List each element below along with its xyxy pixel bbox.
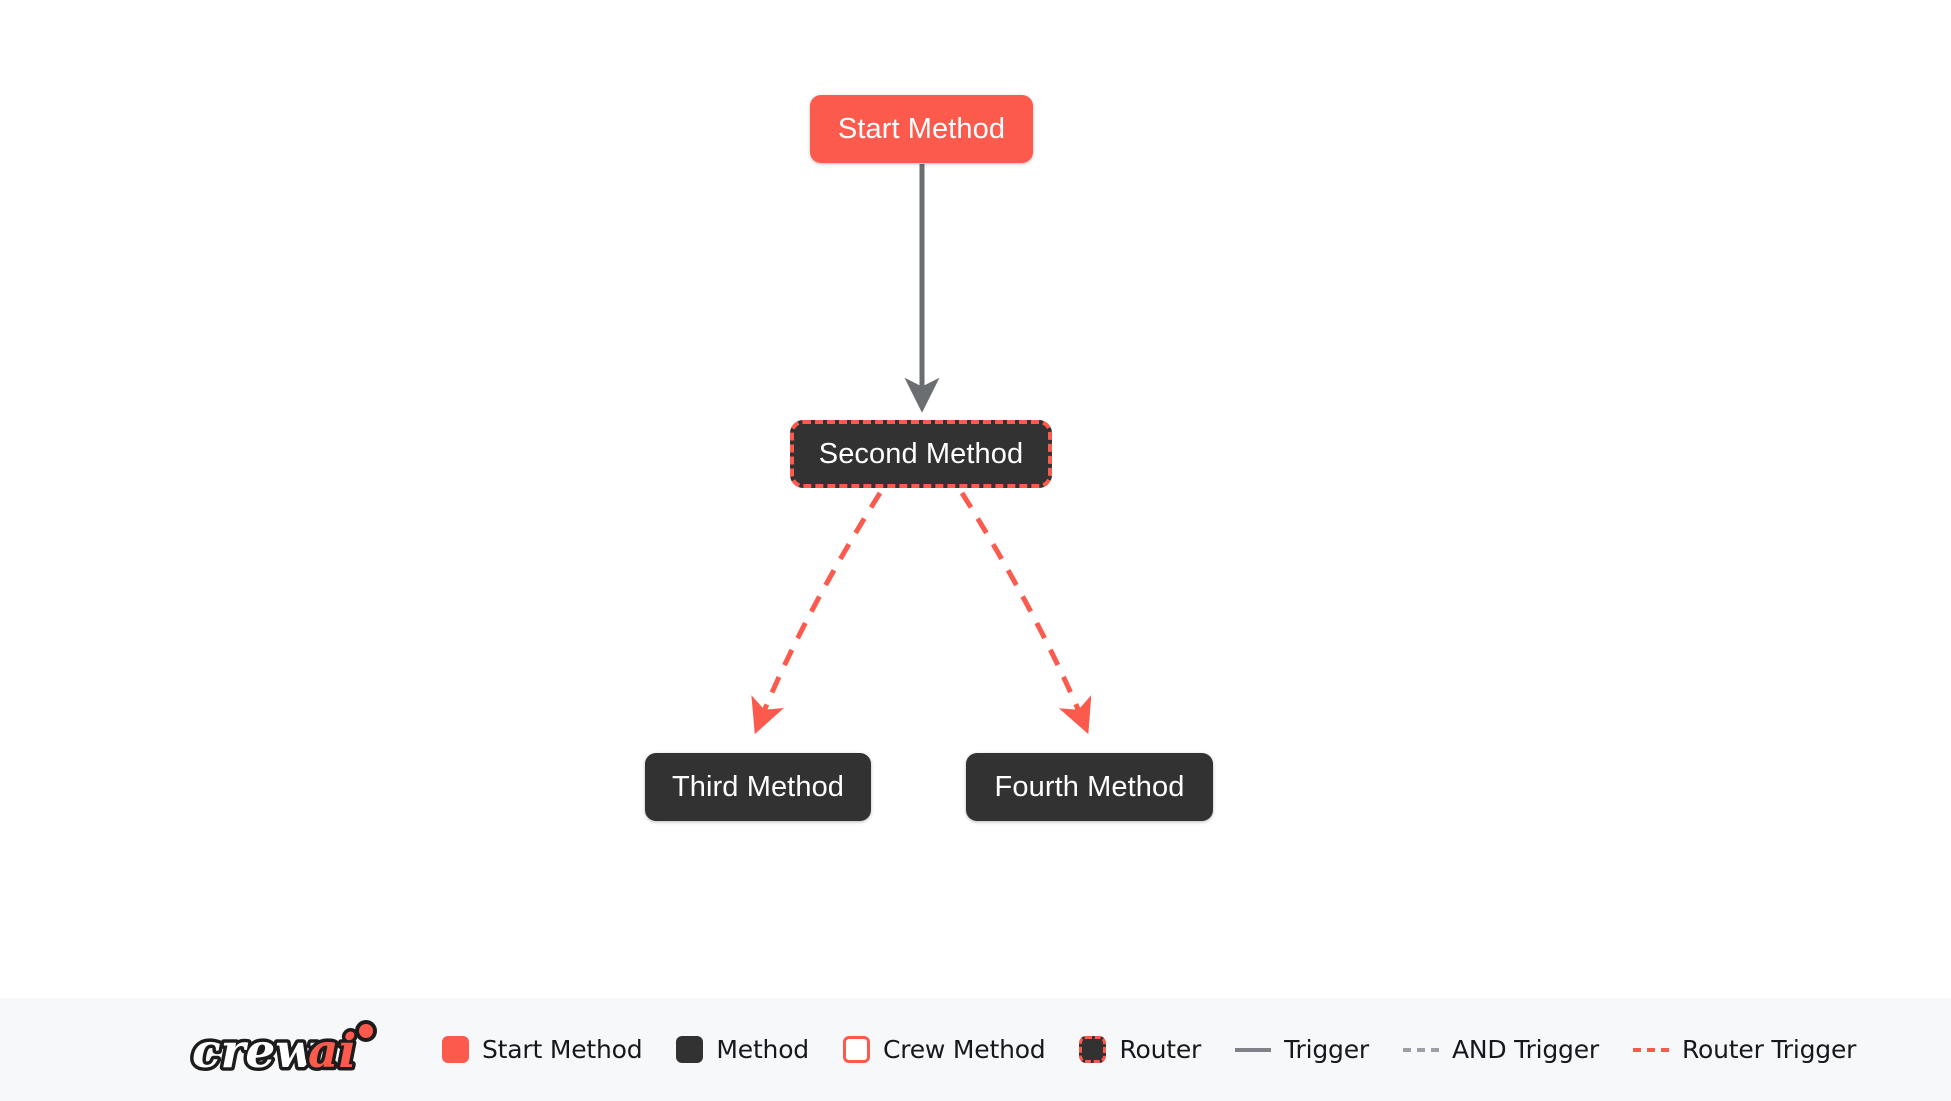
legend-item-router-trigger-label: Router Trigger <box>1682 1035 1857 1064</box>
legend-item-method-label: Method <box>716 1035 809 1064</box>
node-third-method[interactable]: Third Method <box>645 753 871 821</box>
legend-item-crew-method: Crew Method <box>842 1035 1046 1064</box>
router-trigger-line-icon <box>1633 1047 1669 1052</box>
legend-bar: crew ai Start Method Method Crew Method … <box>0 998 1951 1101</box>
crewai-logo-dot <box>355 1019 377 1042</box>
crewai-logo-ai-text: ai <box>308 1024 356 1079</box>
start-method-swatch-icon <box>442 1036 469 1063</box>
edge-second-to-fourth <box>959 491 1092 735</box>
trigger-line-icon <box>1235 1047 1272 1052</box>
legend-item-router-label: Router <box>1119 1035 1202 1064</box>
node-second-method-label: Second Method <box>818 437 1024 470</box>
legend-item-crew-method-label: Crew Method <box>882 1035 1046 1064</box>
legend-item-start-method-label: Start Method <box>482 1035 643 1064</box>
legend-item-trigger-label: Trigger <box>1284 1035 1369 1064</box>
node-start-method[interactable]: Start Method <box>810 95 1033 163</box>
node-third-method-label: Third Method <box>671 770 845 803</box>
flow-canvas[interactable]: Start Method Second Method Third Method … <box>0 0 1951 998</box>
legend-item-trigger: Trigger <box>1235 1035 1369 1064</box>
method-swatch-icon <box>676 1036 704 1063</box>
crewai-logo-crew-text: crew <box>192 1024 317 1079</box>
node-fourth-method-label: Fourth Method <box>994 770 1185 803</box>
crewai-logo: crew ai <box>189 1019 377 1081</box>
legend-item-method: Method <box>676 1035 809 1064</box>
legend-item-router: Router <box>1079 1035 1201 1064</box>
legend-item-start-method: Start Method <box>442 1035 643 1064</box>
node-start-method-label: Start Method <box>837 112 1006 145</box>
legend-item-and-trigger: AND Trigger <box>1402 1035 1599 1064</box>
edge-layer <box>751 164 1092 735</box>
node-second-method[interactable]: Second Method <box>790 420 1052 488</box>
edge-second-to-third <box>751 491 883 735</box>
legend-item-and-trigger-label: AND Trigger <box>1451 1035 1599 1064</box>
router-swatch-icon <box>1079 1036 1107 1063</box>
legend-item-router-trigger: Router Trigger <box>1633 1035 1856 1064</box>
crew-method-swatch-icon <box>842 1036 870 1063</box>
node-fourth-method[interactable]: Fourth Method <box>966 753 1213 821</box>
and-trigger-line-icon <box>1402 1047 1439 1052</box>
